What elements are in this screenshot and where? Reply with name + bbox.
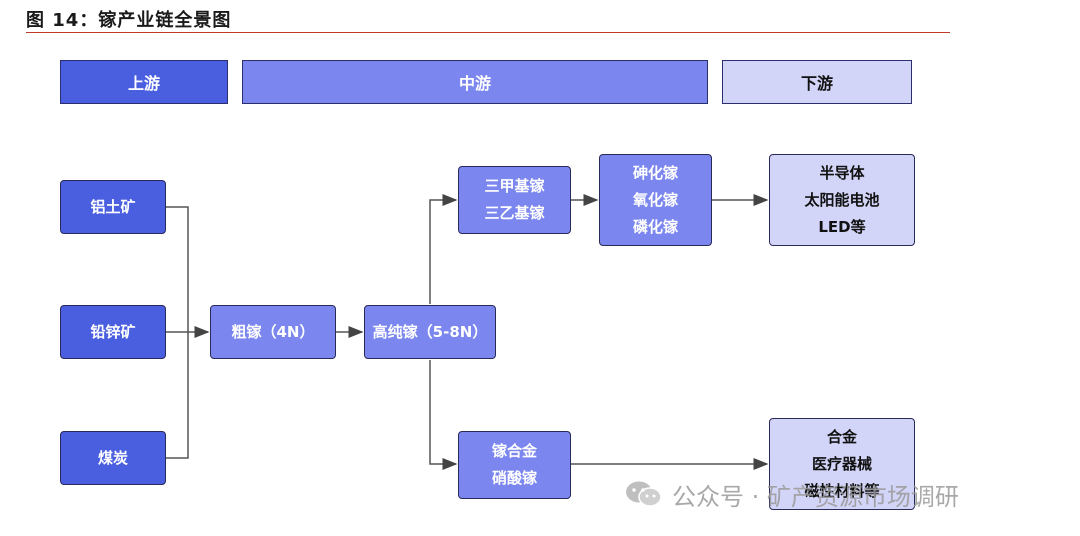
node-coal: 煤炭 xyxy=(60,431,166,485)
node-label: 镓合金 xyxy=(491,442,537,460)
node-organic-gallium: 三甲基镓 三乙基镓 xyxy=(458,166,571,234)
node-label: 氧化镓 xyxy=(632,190,678,209)
node-gallium-compounds: 砷化镓 氧化镓 磷化镓 xyxy=(599,154,712,246)
node-label: 煤炭 xyxy=(97,448,128,467)
node-label: 太阳能电池 xyxy=(804,190,880,209)
node-label: 三乙基镓 xyxy=(484,204,545,222)
stage-midstream: 中游 xyxy=(242,60,708,104)
stage-downstream: 下游 xyxy=(722,60,912,104)
arrow-to-alloy xyxy=(429,360,458,470)
node-label: 三甲基镓 xyxy=(484,177,545,195)
node-bauxite: 铝土矿 xyxy=(60,180,166,234)
node-crude-gallium: 粗镓（4N） xyxy=(210,305,336,359)
node-label: 磷化镓 xyxy=(632,217,678,236)
node-label: 高纯镓（5-8N） xyxy=(372,322,488,341)
node-label: 铅锌矿 xyxy=(90,322,136,341)
node-label: 半导体 xyxy=(819,163,865,182)
wechat-icon xyxy=(626,481,662,507)
node-label: 粗镓（4N） xyxy=(231,322,315,341)
node-label: 合金 xyxy=(826,427,857,446)
node-label: 医疗器械 xyxy=(811,454,872,473)
node-label: 硝酸镓 xyxy=(491,469,537,487)
watermark: 公众号 · 矿产资源市场调研 xyxy=(624,476,959,512)
arrow-to-organic xyxy=(429,194,458,304)
node-high-purity-gallium: 高纯镓（5-8N） xyxy=(364,305,496,359)
node-lead-zinc: 铅锌矿 xyxy=(60,305,166,359)
title-divider xyxy=(26,32,950,33)
node-label: 砷化镓 xyxy=(632,163,678,182)
figure-title: 图 14：镓产业链全景图 xyxy=(26,10,232,31)
node-gallium-alloy: 镓合金 硝酸镓 xyxy=(458,431,571,499)
node-label: 磁性材料等 xyxy=(804,481,880,500)
node-applications-semiconductor: 半导体 太阳能电池 LED等 xyxy=(769,154,915,246)
watermark-text: 公众号 · 矿产资源市场调研 xyxy=(672,482,959,511)
node-applications-alloy: 合金 医疗器械 磁性材料等 xyxy=(769,418,915,510)
node-label: 铝土矿 xyxy=(90,197,136,216)
node-label: LED等 xyxy=(818,217,866,236)
stage-upstream: 上游 xyxy=(60,60,228,104)
